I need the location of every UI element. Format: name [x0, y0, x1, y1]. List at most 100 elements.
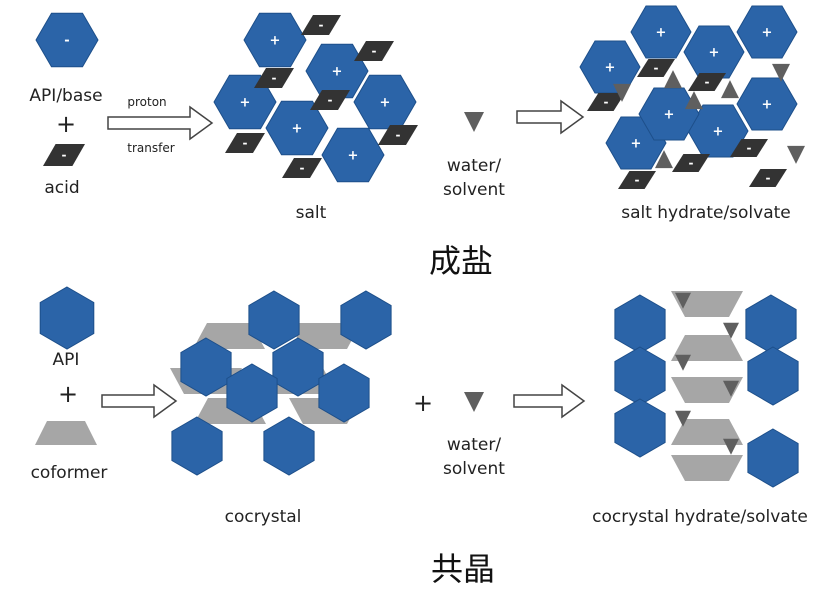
acid-parallelogram	[354, 41, 394, 61]
diagram-shapes: --++++++-------++++++++-------	[35, 5, 805, 488]
salt-plus-sign: +	[56, 110, 76, 138]
cocrystal-label: cocrystal	[225, 507, 302, 527]
acid-parallelogram	[310, 90, 350, 110]
reaction-arrow	[516, 99, 585, 135]
api-label: API	[53, 350, 80, 370]
reaction-arrow	[513, 383, 586, 419]
solvent-triangle	[787, 145, 805, 164]
api-hexagon	[39, 286, 95, 350]
positive-charge-glyph: +	[656, 26, 667, 41]
positive-charge-glyph: +	[270, 34, 281, 49]
positive-charge-glyph: +	[762, 98, 773, 113]
reaction-arrow	[107, 105, 214, 141]
api-hexagon	[265, 100, 329, 156]
acid-parallelogram	[730, 139, 768, 157]
solvent-triangle	[723, 380, 739, 397]
cocrystal-solvent-label-line2: solvent	[443, 459, 505, 479]
coformer-trapezoid	[671, 291, 743, 317]
acid-parallelogram	[587, 93, 625, 111]
solvent-triangle	[613, 83, 631, 102]
api-hexagon	[614, 346, 666, 406]
api-hexagon	[35, 12, 99, 68]
salt-solvent-label-line1: water/	[447, 156, 501, 176]
cocrystal-hydrate-label: cocrystal hydrate/solvate	[592, 507, 808, 527]
api-hexagon	[226, 363, 278, 423]
api-hexagon	[321, 127, 385, 183]
reaction-arrow	[101, 383, 178, 419]
cocrystal-solvent-plus: +	[413, 389, 433, 417]
transfer-label: transfer	[127, 141, 174, 155]
acid-label: acid	[44, 178, 79, 198]
negative-charge-glyph: -	[319, 18, 324, 32]
acid-parallelogram	[225, 133, 265, 153]
negative-charge-glyph: -	[635, 173, 640, 187]
positive-charge-glyph: +	[348, 149, 359, 164]
api-hexagon	[745, 294, 797, 354]
api-hexagon	[305, 43, 369, 99]
coformer-trapezoid	[671, 335, 743, 361]
api-hexagon	[248, 290, 300, 350]
api-hexagon	[213, 74, 277, 130]
proton-label: proton	[127, 95, 166, 109]
solvent-triangle	[723, 438, 739, 455]
acid-parallelogram	[282, 158, 322, 178]
acid-parallelogram	[637, 59, 675, 77]
solvent-triangle	[675, 292, 691, 309]
solvent-triangle	[723, 322, 739, 339]
api-hexagon	[638, 87, 700, 141]
api-hexagon	[630, 5, 692, 59]
api-base-label: API/base	[29, 86, 102, 106]
positive-charge-glyph: +	[332, 65, 343, 80]
coformer-label: coformer	[31, 463, 108, 483]
negative-charge-glyph: -	[705, 75, 710, 89]
api-hexagon	[747, 428, 799, 488]
positive-charge-glyph: +	[605, 61, 616, 76]
positive-charge-glyph: +	[664, 108, 675, 123]
cocrystal-solvent-label-line1: water/	[447, 435, 501, 455]
negative-charge-glyph: -	[372, 44, 377, 58]
negative-charge-glyph: -	[396, 128, 401, 142]
acid-parallelogram	[688, 73, 726, 91]
negative-charge-glyph: -	[300, 161, 305, 175]
salt-hydrate-label: salt hydrate/solvate	[621, 203, 791, 223]
negative-charge-glyph: -	[604, 95, 609, 109]
acid-parallelogram	[254, 68, 294, 88]
negative-charge-glyph: -	[766, 171, 771, 185]
salt-solvent-label-line2: solvent	[443, 180, 505, 200]
coformer-trapezoid	[671, 455, 743, 481]
solvent-triangle	[685, 91, 703, 110]
api-hexagon	[736, 5, 798, 59]
acid-parallelogram	[749, 169, 787, 187]
negative-charge-glyph: -	[64, 34, 69, 49]
api-hexagon	[747, 346, 799, 406]
negative-charge-glyph: -	[654, 61, 659, 75]
solvent-triangle	[664, 70, 682, 89]
negative-charge-glyph: -	[243, 136, 248, 150]
solvent-triangle	[464, 392, 484, 412]
solvent-triangle	[675, 354, 691, 371]
acid-parallelogram	[618, 171, 656, 189]
acid-parallelogram	[301, 15, 341, 35]
coformer-trapezoid	[671, 419, 743, 445]
cocrystal-plus-sign: +	[58, 380, 78, 408]
positive-charge-glyph: +	[292, 122, 303, 137]
api-hexagon	[243, 12, 307, 68]
api-hexagon	[263, 416, 315, 476]
positive-charge-glyph: +	[240, 96, 251, 111]
cocrystal-section-title: 共晶	[431, 550, 495, 588]
api-hexagon	[171, 416, 223, 476]
negative-charge-glyph: -	[747, 141, 752, 155]
api-hexagon	[614, 294, 666, 354]
positive-charge-glyph: +	[709, 46, 720, 61]
acid-parallelogram	[378, 125, 418, 145]
positive-charge-glyph: +	[631, 137, 642, 152]
solvent-triangle	[721, 80, 739, 99]
salt-label: salt	[296, 203, 327, 223]
api-hexagon	[683, 25, 745, 79]
acid-parallelogram	[672, 154, 710, 172]
solvent-triangle	[675, 410, 691, 427]
api-hexagon	[340, 290, 392, 350]
coformer-trapezoid	[35, 421, 97, 445]
negative-charge-glyph: -	[689, 156, 694, 170]
